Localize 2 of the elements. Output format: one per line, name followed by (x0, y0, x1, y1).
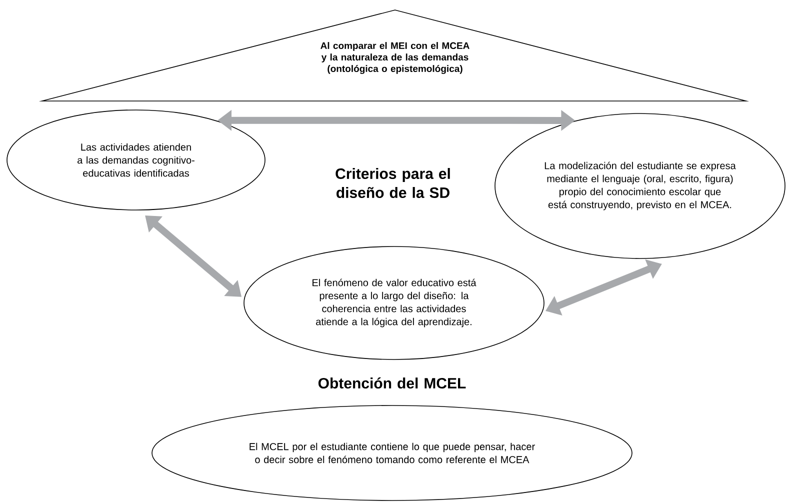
section-heading: Criterios para el diseño de la SD (336, 168, 450, 198)
section-heading: Obtención del MCEL (318, 377, 466, 389)
